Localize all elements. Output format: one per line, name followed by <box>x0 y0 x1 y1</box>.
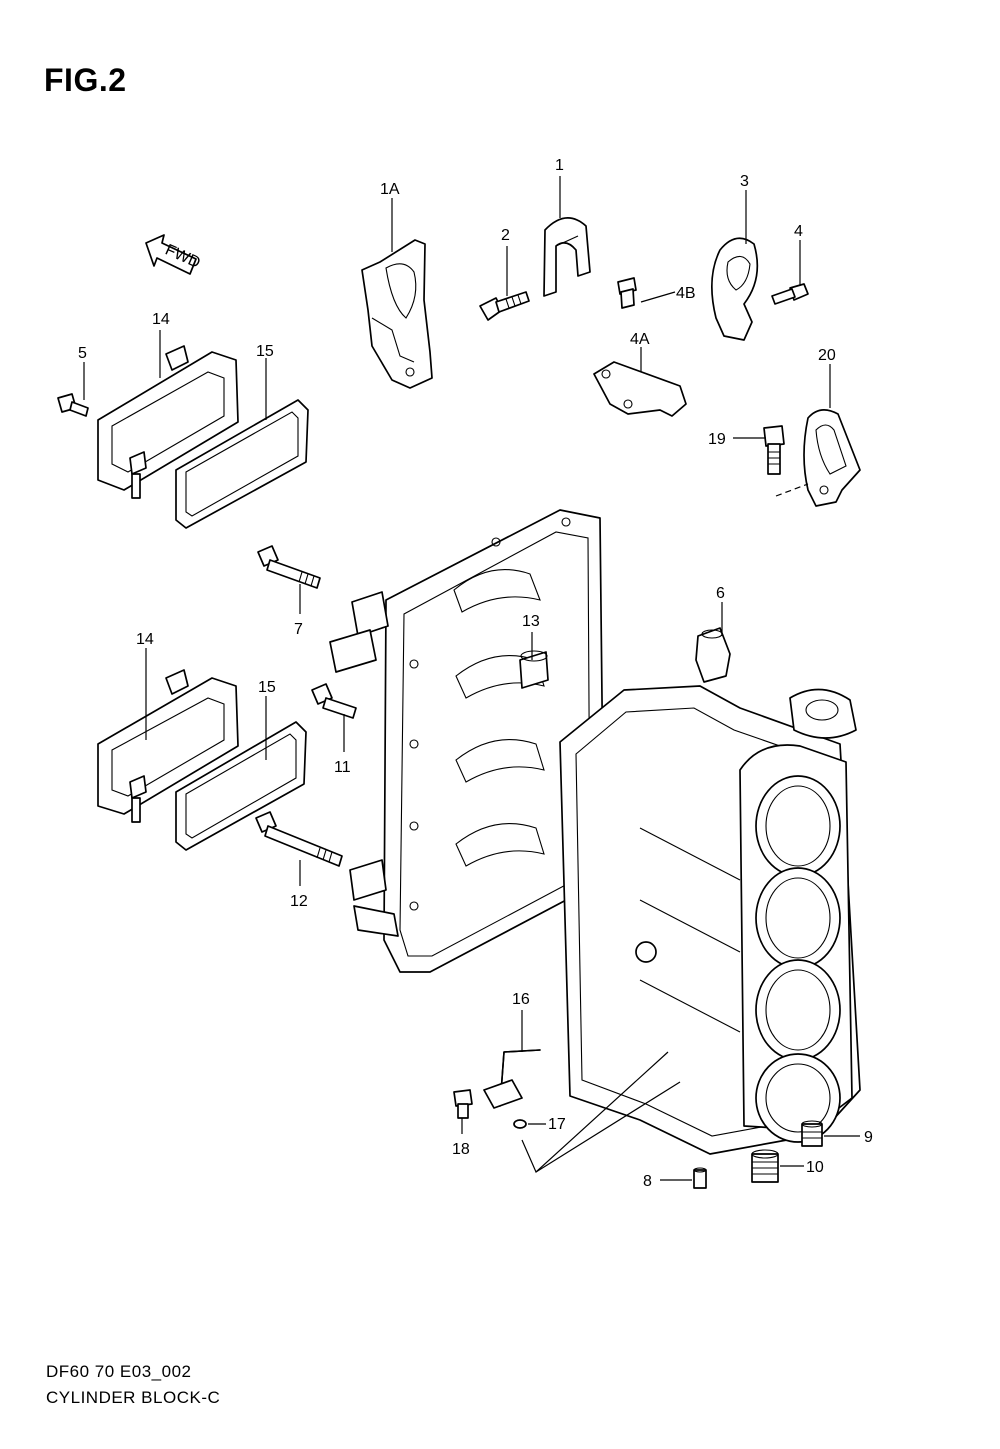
callout-12: 12 <box>290 893 308 910</box>
part-8-plug <box>693 1167 707 1189</box>
callout-7: 7 <box>294 621 303 638</box>
part-1a-bracket <box>361 239 433 389</box>
callout-10: 10 <box>806 1159 824 1176</box>
diagram-name: CYLINDER BLOCK-C <box>46 1388 221 1407</box>
part-14-lower-cover <box>97 669 239 823</box>
part-19-bolt <box>763 425 785 475</box>
cylinder-block <box>559 685 861 1155</box>
callout-3: 3 <box>740 173 749 190</box>
part-6-fitting <box>695 627 731 683</box>
part-4-bolt <box>771 283 809 305</box>
callout-14-lower: 14 <box>136 631 154 648</box>
part-14-upper-cover <box>97 345 239 499</box>
callout-labels: 1 1A 2 3 4 4A 4B 5 6 7 8 9 10 11 12 13 1… <box>78 157 873 1190</box>
callout-16: 16 <box>512 991 530 1008</box>
callout-18: 18 <box>452 1141 470 1158</box>
callout-9: 9 <box>864 1129 873 1146</box>
part-2-bolt <box>479 291 530 321</box>
part-7-bolt <box>257 545 321 589</box>
callout-6: 6 <box>716 585 725 602</box>
leader-lines <box>83 176 860 1181</box>
part-20-bracket <box>775 409 861 507</box>
callout-4a: 4A <box>630 331 650 348</box>
callout-15-lower: 15 <box>258 679 276 696</box>
part-1-clip <box>543 217 591 297</box>
callout-19: 19 <box>708 431 726 448</box>
callout-13: 13 <box>522 613 540 630</box>
fwd-arrow-icon: FWD <box>145 234 203 275</box>
callout-15-upper: 15 <box>256 343 274 360</box>
callout-5: 5 <box>78 345 87 362</box>
callout-4: 4 <box>794 223 803 240</box>
figure-title: FIG.2 <box>44 62 127 98</box>
diagram-code: DF60 70 E03_002 <box>46 1362 192 1381</box>
callout-2: 2 <box>501 227 510 244</box>
part-3-bracket <box>711 237 759 341</box>
callout-4b: 4B <box>676 285 696 302</box>
part-18-bolt <box>453 1089 473 1119</box>
part-9-plug <box>801 1120 823 1147</box>
part-12-bolt <box>255 811 343 867</box>
part-16-pipe <box>483 1049 541 1109</box>
part-15-upper-gasket <box>175 399 309 529</box>
part-10-plug <box>751 1149 779 1183</box>
part-13-dowel <box>519 650 549 689</box>
part-11-bolt <box>311 683 357 719</box>
callout-1: 1 <box>555 157 564 174</box>
part-17-o-ring <box>513 1119 527 1129</box>
callout-17: 17 <box>548 1116 566 1133</box>
part-4a-plate <box>593 361 687 417</box>
part-15-lower-gasket <box>175 721 307 851</box>
callout-14-upper: 14 <box>152 311 170 328</box>
callout-20: 20 <box>818 347 836 364</box>
crankcase-half <box>329 509 605 973</box>
callout-11: 11 <box>334 759 351 776</box>
part-4b-bolt <box>617 277 637 309</box>
callout-1a: 1A <box>380 181 400 198</box>
callout-8: 8 <box>643 1173 652 1190</box>
part-5-bolt <box>57 393 89 417</box>
